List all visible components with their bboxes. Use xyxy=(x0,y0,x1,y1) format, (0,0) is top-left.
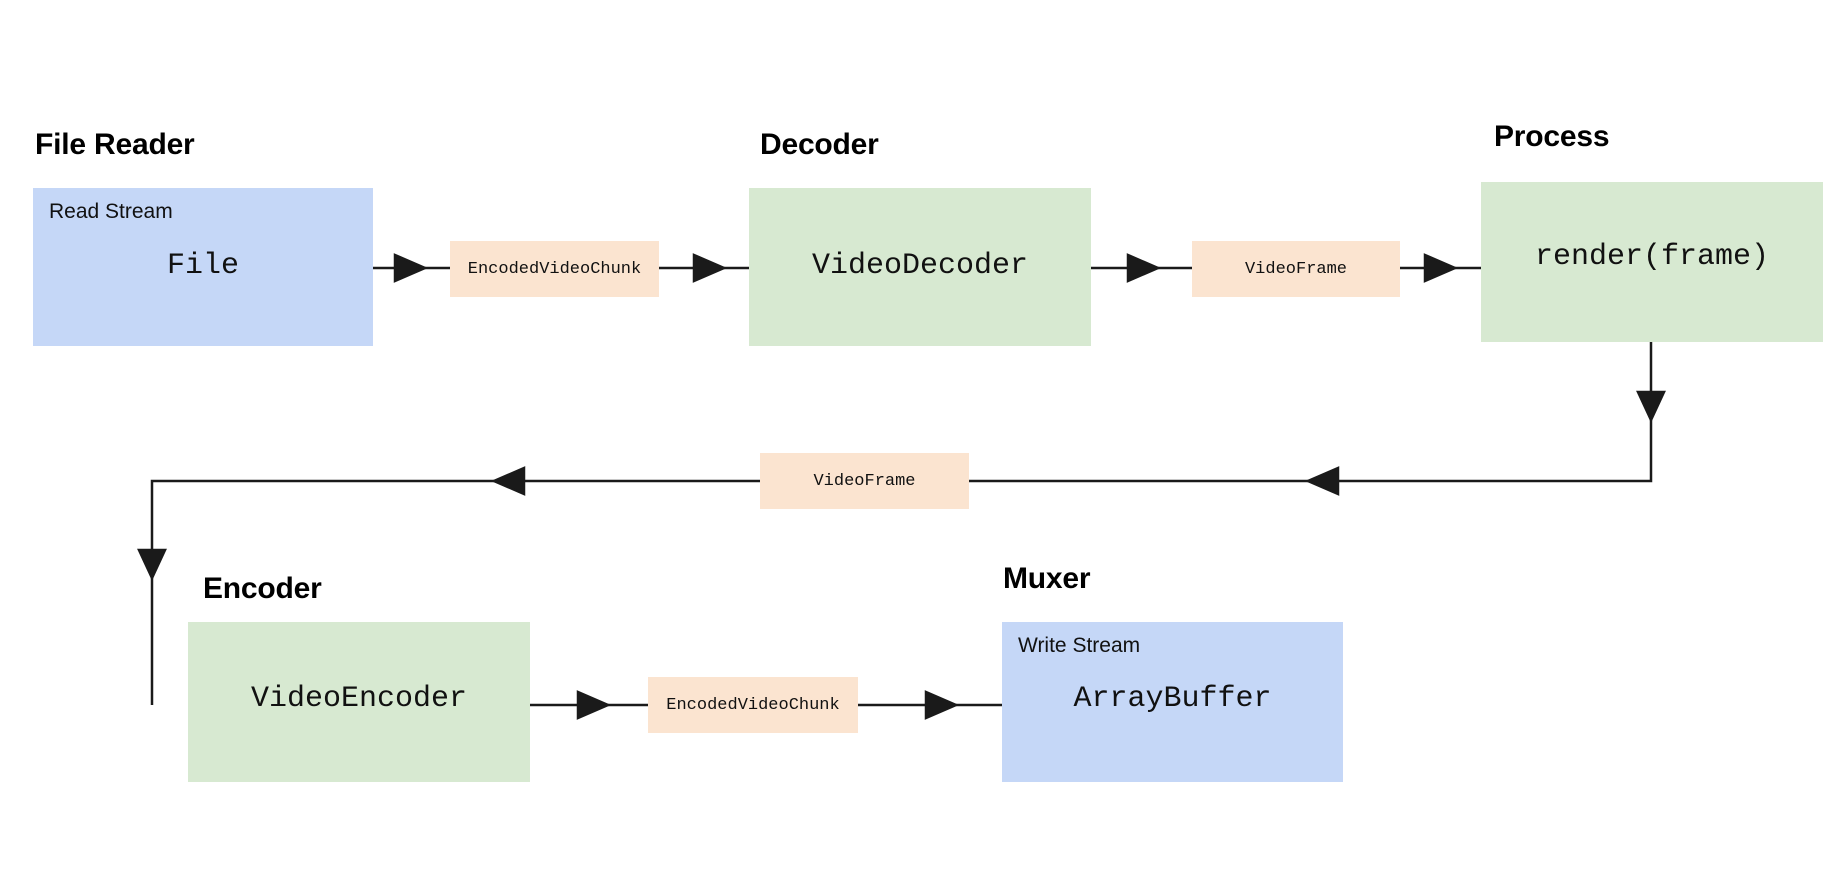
chip-encoded-video-chunk-bottom[interactable]: EncodedVideoChunk xyxy=(648,677,858,733)
node-file-sublabel: Read Stream xyxy=(49,200,173,223)
arrowhead-right-5 xyxy=(576,690,612,720)
node-video-decoder[interactable]: VideoDecoder xyxy=(749,188,1091,346)
arrowhead-right-2 xyxy=(692,253,728,283)
node-video-encoder[interactable]: VideoEncoder xyxy=(188,622,530,782)
arrowhead-right-4 xyxy=(1423,253,1459,283)
node-file-label: File xyxy=(166,249,239,283)
group-title-file-reader: File Reader xyxy=(35,128,195,161)
arrowhead-down-2 xyxy=(137,548,167,581)
node-array-buffer-sublabel: Write Stream xyxy=(1018,634,1141,657)
arrowhead-right-6 xyxy=(924,690,960,720)
node-file-reader[interactable]: Read Stream File xyxy=(33,188,373,346)
node-array-buffer[interactable]: Write Stream ArrayBuffer xyxy=(1002,622,1343,782)
arrowhead-right-3 xyxy=(1126,253,1162,283)
edge-render-to-midframe xyxy=(969,342,1653,483)
arrowhead-down-1 xyxy=(1636,390,1666,423)
node-video-decoder-label: VideoDecoder xyxy=(811,249,1029,283)
group-title-encoder: Encoder xyxy=(203,572,322,605)
chip-video-frame-top[interactable]: VideoFrame xyxy=(1192,241,1400,297)
arrowhead-left-1 xyxy=(1304,466,1340,496)
arrowhead-right-1 xyxy=(393,253,429,283)
node-render-frame[interactable]: render(frame) xyxy=(1481,182,1823,342)
group-title-process: Process xyxy=(1494,120,1610,153)
chip-video-frame-mid[interactable]: VideoFrame xyxy=(760,453,969,509)
node-array-buffer-label: ArrayBuffer xyxy=(1073,682,1272,716)
chip-encoded-video-chunk-top[interactable]: EncodedVideoChunk xyxy=(450,241,659,297)
node-video-encoder-label: VideoEncoder xyxy=(250,682,468,716)
node-render-frame-label: render(frame) xyxy=(1534,240,1770,274)
group-title-decoder: Decoder xyxy=(760,128,879,161)
arrowhead-left-2 xyxy=(490,466,526,496)
group-title-muxer: Muxer xyxy=(1003,562,1091,595)
